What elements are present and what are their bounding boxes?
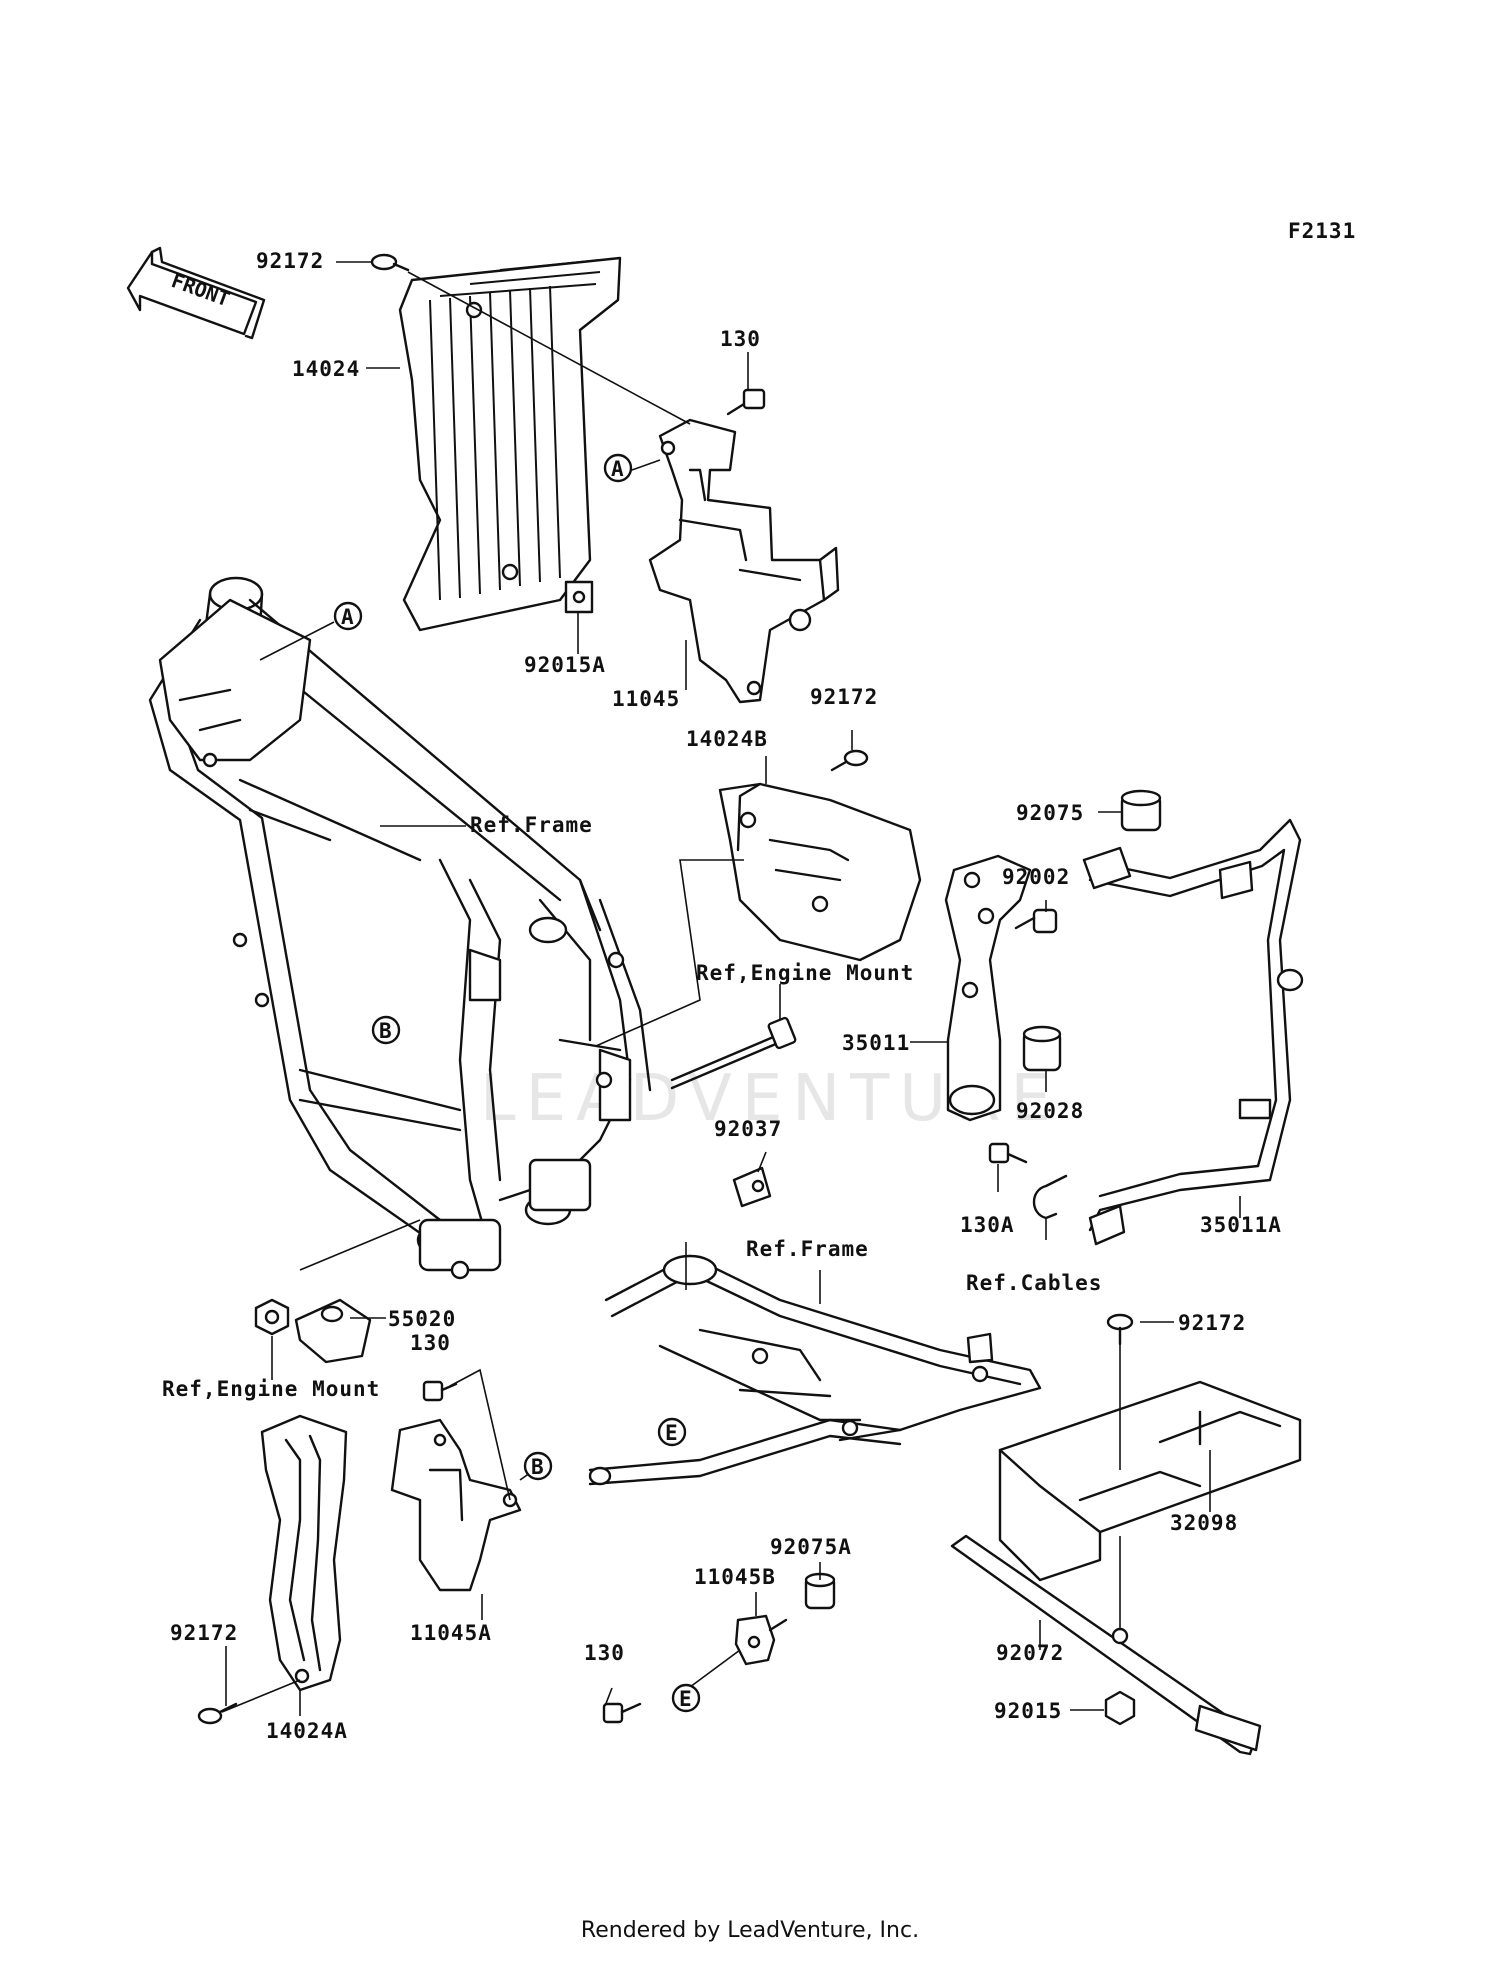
callout-e-2: E (671, 1683, 701, 1713)
bolt-92172-mid (830, 749, 869, 772)
label-92015: 92015 (994, 1699, 1062, 1723)
svg-text:B: B (379, 1019, 393, 1043)
shroud-14024A (260, 1414, 348, 1692)
figure-code: F2131 (1288, 219, 1356, 243)
label-130-low: 130 (584, 1641, 625, 1665)
front-arrow-icon: FRONT (126, 246, 266, 340)
bracket-11045 (648, 418, 840, 704)
label-11045B: 11045B (694, 1565, 776, 1589)
label-11045: 11045 (612, 687, 680, 711)
nut-engine-mount (254, 1298, 290, 1336)
label-92172-right: 92172 (1178, 1311, 1246, 1335)
bolt-130-mid (422, 1380, 458, 1402)
engine-mount-bolt (670, 1016, 797, 1090)
nut-92015 (1104, 1690, 1136, 1726)
bolt-92172-top (370, 253, 410, 272)
ref-frame-lower: Ref.Frame (746, 1237, 869, 1261)
plate-55020 (294, 1298, 372, 1364)
label-92028: 92028 (1016, 1099, 1084, 1123)
bolt-130A (988, 1142, 1028, 1164)
label-130-top: 130 (720, 327, 761, 351)
svg-text:A: A (341, 605, 355, 629)
label-92172-mid: 92172 (810, 685, 878, 709)
ref-frame-upper: Ref.Frame (470, 813, 593, 837)
clamp-92037 (732, 1166, 772, 1208)
label-11045A: 11045A (410, 1621, 492, 1645)
svg-text:E: E (679, 1687, 693, 1711)
strap-92072 (950, 1534, 1262, 1756)
label-14024B: 14024B (686, 727, 768, 751)
label-92072: 92072 (996, 1641, 1064, 1665)
callout-a-2: A (333, 601, 363, 631)
label-130A: 130A (960, 1213, 1015, 1237)
bracket-11045A (390, 1418, 522, 1592)
radiator-shroud-14024 (398, 256, 622, 632)
label-92002: 92002 (1002, 865, 1070, 889)
label-14024A: 14024A (266, 1719, 348, 1743)
guard-35011A (1082, 818, 1304, 1246)
label-92172-low: 92172 (170, 1621, 238, 1645)
label-92172-top: 92172 (256, 249, 324, 273)
label-35011A: 35011A (1200, 1213, 1282, 1237)
bolt-130-top (726, 388, 766, 416)
bolt-130-low (602, 1702, 642, 1724)
ref-engine-mount-left: Ref,Engine Mount (162, 1377, 380, 1401)
label-92075A: 92075A (770, 1535, 852, 1559)
bolt-92002 (1014, 908, 1058, 934)
label-32098: 32098 (1170, 1511, 1238, 1535)
label-92075: 92075 (1016, 801, 1084, 825)
bracket-35011 (944, 854, 1032, 1122)
svg-text:B: B (531, 1455, 545, 1479)
leader-lines (221, 261, 1241, 1716)
callout-b-2: B (523, 1451, 553, 1481)
bolt-92172-low (197, 1702, 238, 1725)
bolt-92172-right (1106, 1313, 1134, 1346)
label-14024: 14024 (292, 357, 360, 381)
subframe (588, 1254, 1042, 1486)
main-frame (148, 576, 652, 1280)
footer-credit: Rendered by LeadVenture, Inc. (580, 1918, 920, 1943)
collar-92028 (1022, 1025, 1062, 1072)
shroud-14024B (718, 782, 922, 962)
label-92015A: 92015A (524, 653, 606, 677)
cable-clip (1032, 1174, 1068, 1220)
label-92037: 92037 (714, 1117, 782, 1141)
collar-92075 (1120, 789, 1162, 832)
ref-engine-mount-center: Ref,Engine Mount (696, 961, 914, 985)
svg-text:A: A (611, 457, 625, 481)
bracket-11045B (734, 1614, 788, 1666)
callout-b-1: B (371, 1015, 401, 1045)
label-130-mid: 130 (410, 1331, 451, 1355)
label-35011: 35011 (842, 1031, 910, 1055)
callout-e-1: E (657, 1417, 687, 1447)
label-55020: 55020 (388, 1307, 456, 1331)
callout-a-1: A (603, 453, 633, 483)
clip-92015A (564, 580, 594, 614)
ref-cables: Ref.Cables (966, 1271, 1102, 1295)
battery-case-32098 (998, 1380, 1302, 1582)
svg-text:E: E (665, 1421, 679, 1445)
